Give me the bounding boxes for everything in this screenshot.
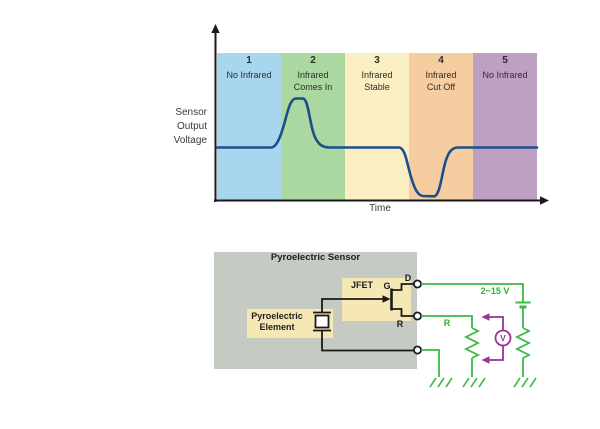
- pyroelectric-element-icon: [314, 314, 330, 329]
- band-caption: No Infrared: [226, 70, 272, 80]
- element-ground-wire: [321, 330, 414, 352]
- band-number: 2: [310, 55, 316, 66]
- band-rect-1: [217, 53, 281, 200]
- supply-voltage-label: 2~15 V: [480, 286, 510, 296]
- ground-icon: [462, 377, 486, 388]
- source-pin-label: R: [396, 319, 404, 329]
- external-wiring: [421, 283, 537, 388]
- y-axis-arrow-icon: [211, 24, 220, 33]
- drain-pin-label: D: [404, 273, 412, 283]
- load-resistor-icon: [463, 327, 481, 359]
- sensor-output-curve: [215, 97, 539, 198]
- resistor-label: R: [443, 318, 451, 328]
- supply-resistor-icon: [514, 327, 532, 359]
- voltmeter-probe-wires: [487, 316, 512, 361]
- band-caption: No Infrared: [482, 70, 528, 80]
- circuit-title: Pyroelectric Sensor: [270, 252, 361, 263]
- band-label-1: 1 No Infrared: [217, 55, 281, 82]
- supply-wire: [421, 283, 524, 302]
- gate-arrow-icon: [382, 295, 391, 303]
- gate-pin-label: G: [383, 281, 391, 291]
- jfet-drain-wire: [391, 283, 414, 291]
- ground-icon: [513, 377, 537, 388]
- jfet-source-wire: [391, 308, 414, 317]
- band-label-4: 4 Infrared Cut Off: [409, 55, 473, 93]
- band-rect-3: [345, 53, 409, 200]
- ground-pin-wire: [421, 349, 440, 377]
- pyro-element-label: Pyroelectric Element: [251, 311, 303, 332]
- gate-wire: [321, 298, 383, 312]
- source-terminal: [412, 311, 422, 321]
- chart-axes: [214, 31, 543, 202]
- jfet-label: JFET: [350, 280, 373, 290]
- band-number: 1: [246, 55, 252, 66]
- band-label-2: 2 Infrared Comes In: [281, 55, 345, 93]
- voltmeter-bottom-wire: [487, 345, 504, 361]
- x-axis-arrow-icon: [540, 196, 549, 205]
- output-wire: [421, 315, 473, 328]
- x-axis-label: Time: [369, 203, 391, 214]
- band-caption: Infrared Comes In: [293, 70, 333, 92]
- band-number: 4: [438, 55, 444, 66]
- voltmeter-top-wire: [487, 316, 504, 331]
- ground-terminal: [412, 345, 422, 355]
- voltmeter-letter: V: [500, 333, 506, 343]
- voltmeter-top-arrow-icon: [481, 313, 490, 321]
- drain-terminal: [412, 279, 422, 289]
- voltmeter-icon: [494, 329, 512, 347]
- band-rect-5: [473, 53, 537, 200]
- band-caption: Infrared Stable: [361, 70, 393, 92]
- band-caption: Infrared Cut Off: [425, 70, 457, 92]
- y-axis-label: Sensor Output Voltage: [173, 107, 207, 146]
- internal-wiring: [313, 279, 422, 355]
- voltmeter-bottom-arrow-icon: [481, 356, 490, 364]
- band-label-3: 3 Infrared Stable: [345, 55, 409, 93]
- band-number: 5: [502, 55, 508, 66]
- ground-icon: [429, 377, 453, 388]
- band-label-5: 5 No Infrared: [473, 55, 537, 82]
- band-number: 3: [374, 55, 380, 66]
